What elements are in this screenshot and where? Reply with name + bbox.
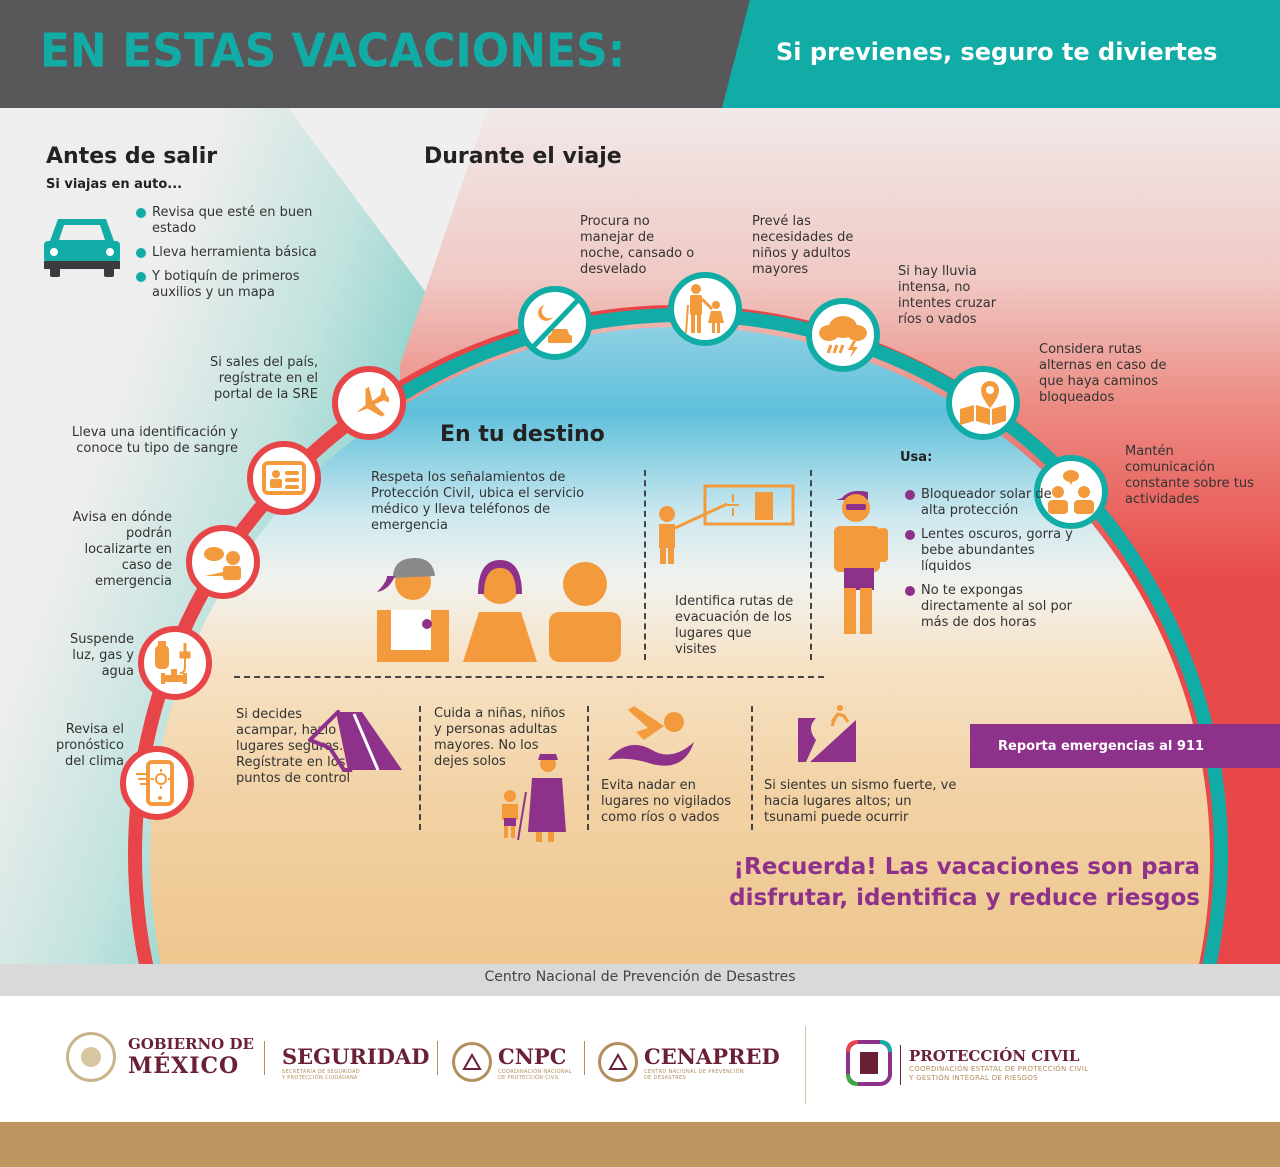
map-pin-icon [946, 366, 1020, 440]
tip-clima: Revisa el pronóstico del clima [55, 722, 124, 769]
tip-cuida: Cuida a niñas, niños y personas adultas … [434, 706, 566, 769]
report-911-banner: Reporta emergencias al 911 [970, 724, 1280, 768]
proteccion-civil-logo: PROTECCIÓN CIVIL COORDINACIÓN ESTATAL DE… [846, 1040, 1088, 1090]
list-item: Lentes oscuros, gorra y bebe abundantes … [905, 527, 1075, 575]
list-item: Y botiquín de primeros auxilios y un map… [136, 269, 336, 301]
no-night-driving-icon [518, 286, 592, 360]
divider [644, 470, 646, 660]
list-item: Bloqueador solar de alta protección [905, 487, 1075, 519]
logo-separator [900, 1045, 901, 1085]
bullet-dot-icon [905, 490, 915, 500]
reminder-message: ¡Recuerda! Las vacaciones son para disfr… [729, 854, 1200, 911]
tip-nadar: Evita nadar en lugares no vigilados como… [601, 778, 732, 825]
section-heading-destino: En tu destino [440, 422, 605, 447]
divider [234, 676, 824, 678]
bullet-dot-icon [905, 586, 915, 596]
bullet-dot-icon [905, 530, 915, 540]
logo-separator [805, 1026, 806, 1104]
page-subtitle: Si previenes, seguro te diviertes [776, 38, 1218, 66]
logo-separator [584, 1041, 585, 1075]
header-teal-panel [722, 0, 1280, 108]
seguridad-logo: SEGURIDAD SECRETARÍA DE SEGURIDAD Y PROT… [282, 1044, 430, 1081]
tip-avisa: Avisa en dónde podrán localizarte en cas… [72, 510, 172, 589]
tip-sre: Si sales del país, regístrate en el port… [210, 355, 318, 402]
tip-sismo: Si sientes un sismo fuerte, ve hacia lug… [764, 778, 957, 825]
divider [751, 706, 753, 830]
logo-separator [437, 1041, 438, 1075]
tip-necesidades: Prevé las necesidades de niños y adultos… [752, 214, 854, 277]
list-item: Revisa que esté en buen estado [136, 205, 336, 237]
cnpc-logo: CNPC COORDINACIÓN NACIONAL DE PROTECCIÓN… [452, 1042, 572, 1082]
people-talk-icon [1034, 455, 1108, 529]
usa-label: Usa: [900, 450, 933, 465]
tip-evacuacion: Identifica rutas de evacuación de los lu… [675, 594, 794, 657]
logo-strip [0, 996, 1280, 1122]
bottom-gold-band [0, 1122, 1280, 1167]
utilities-icon [138, 626, 212, 700]
cnpc-emblem-icon [452, 1042, 492, 1082]
car-subheading: Si viajas en auto... [46, 177, 183, 192]
airplane-icon [332, 366, 406, 440]
logo-separator [264, 1041, 265, 1075]
bullet-dot-icon [136, 208, 146, 218]
sun-safety-person-icon [830, 488, 900, 640]
elder-child-icon [496, 752, 566, 846]
evacuation-route-icon [655, 484, 795, 568]
footer-credit: Centro Nacional de Prevención de Desastr… [484, 969, 796, 985]
cenapred-logo: CENAPRED CENTRO NACIONAL DE PREVENCIÓN D… [598, 1042, 780, 1082]
elder-child-icon [668, 272, 742, 346]
list-item: Lleva herramienta básica [136, 245, 336, 261]
swimmer-icon [606, 704, 698, 772]
tip-identificacion: Lleva una identificación y conoce tu tip… [71, 425, 238, 456]
divider [587, 706, 589, 830]
divider [419, 706, 421, 830]
tip-comunicacion: Mantén comunicación constante sobre tus … [1125, 444, 1254, 507]
tent-icon [306, 707, 404, 778]
footer-bar [0, 964, 1280, 996]
header-dark-panel [0, 0, 760, 108]
bullet-dot-icon [136, 272, 146, 282]
id-card-icon [247, 441, 321, 515]
car-checklist: Revisa que esté en buen estado Lleva her… [136, 205, 336, 309]
page-title: EN ESTAS VACACIONES: [40, 24, 626, 79]
bullet-dot-icon [136, 248, 146, 258]
gobierno-logo: GOBIERNO DE MÉXICO [66, 1032, 254, 1082]
tip-acampar: Si decides acampar, hazlo en lugares seg… [236, 707, 357, 786]
tip-suspende: Suspende luz, gas y agua [69, 632, 134, 679]
storm-icon [806, 298, 880, 372]
tip-noche: Procura no manejar de noche, cansado o d… [580, 214, 695, 277]
tip-rutas: Considera rutas alternas en caso de que … [1039, 342, 1167, 405]
tip-lluvia: Si hay lluvia intensa, no intentes cruza… [898, 264, 997, 327]
state-emblem-icon [846, 1040, 892, 1090]
phone-weather-icon [120, 746, 194, 820]
cenapred-emblem-icon [598, 1042, 638, 1082]
divider [810, 470, 812, 660]
civil-protection-people-icon [375, 550, 625, 666]
mexico-seal-icon [66, 1032, 116, 1082]
list-item: No te expongas directamente al sol por m… [905, 583, 1075, 631]
tsunami-icon [796, 704, 860, 768]
car-icon [44, 215, 120, 281]
communication-icon [186, 525, 260, 599]
tip-senalamientos: Respeta los señalamientos de Protección … [371, 470, 585, 533]
section-heading-antes: Antes de salir [46, 144, 218, 169]
section-heading-durante: Durante el viaje [424, 144, 622, 169]
sun-safety-list: Bloqueador solar de alta protección Lent… [905, 487, 1075, 639]
